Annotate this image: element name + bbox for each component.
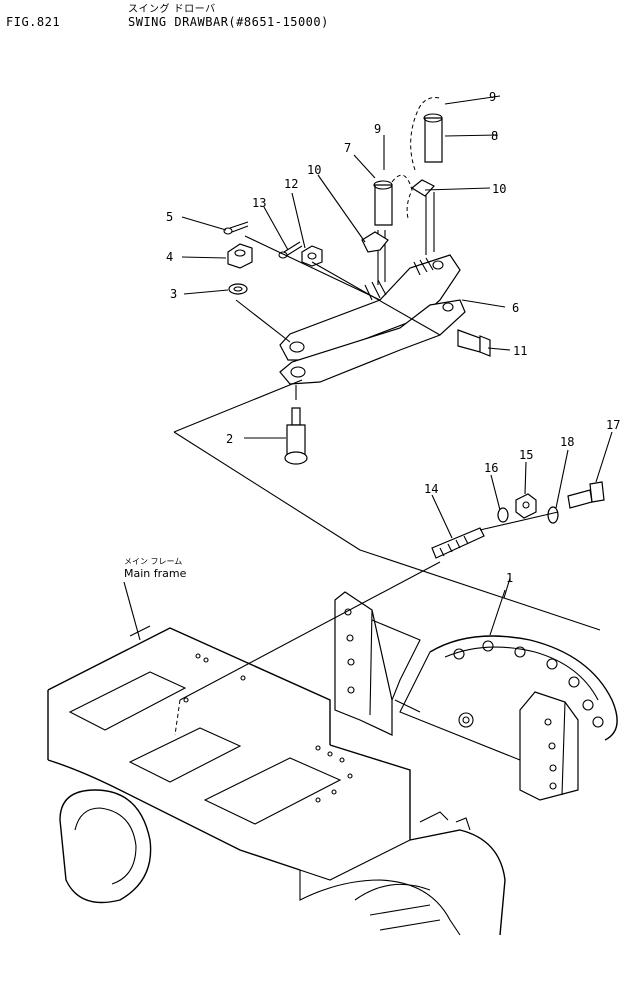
callout-3: 3	[170, 287, 177, 301]
callout-14: 14	[424, 482, 438, 496]
callout-9-side: 9	[374, 122, 381, 136]
nut-12	[301, 245, 323, 267]
callout-5: 5	[166, 210, 173, 224]
callout-8: 8	[491, 129, 498, 143]
callout-10-left: 10	[307, 163, 321, 177]
left-bracket-plate	[334, 591, 421, 736]
callout-7: 7	[344, 141, 351, 155]
washer-3	[228, 283, 248, 295]
nut-15	[515, 493, 537, 519]
right-bracket-plate	[519, 691, 579, 801]
callout-17: 17	[606, 418, 620, 432]
callout-4: 4	[166, 250, 173, 264]
callout-2: 2	[226, 432, 233, 446]
bolt-17	[567, 481, 605, 509]
callout-15: 15	[519, 448, 533, 462]
callout-12: 12	[284, 177, 298, 191]
figure-number: FIG.821	[6, 15, 61, 29]
swing-drawbar	[279, 97, 466, 385]
main-frame-kana: メイン フレーム	[124, 557, 182, 566]
diagram-title: SWING DRAWBAR(#8651-15000)	[128, 15, 329, 29]
callout-18: 18	[560, 435, 574, 449]
circle-assembly	[394, 635, 618, 761]
callout-9-top: 9	[489, 90, 496, 104]
split-pin-5	[223, 221, 249, 235]
callout-11: 11	[513, 344, 527, 358]
lock-washer-16	[497, 507, 509, 523]
callout-13: 13	[252, 196, 266, 210]
callout-10-right: 10	[492, 182, 506, 196]
callout-16: 16	[484, 461, 498, 475]
pin-2	[284, 407, 308, 465]
washer-18	[547, 506, 559, 524]
split-pin-13	[278, 241, 303, 259]
callout-leaders	[181, 95, 613, 599]
callout-6: 6	[512, 301, 519, 315]
stud-14	[431, 527, 485, 559]
nut-4	[227, 243, 253, 269]
main-frame	[47, 625, 506, 936]
bolt-11	[457, 329, 491, 357]
callout-1: 1	[506, 571, 513, 585]
main-frame-label: Main frame	[124, 567, 187, 580]
title-kana: スイング ドローバ	[128, 4, 216, 15]
assembly-lines	[123, 235, 601, 736]
